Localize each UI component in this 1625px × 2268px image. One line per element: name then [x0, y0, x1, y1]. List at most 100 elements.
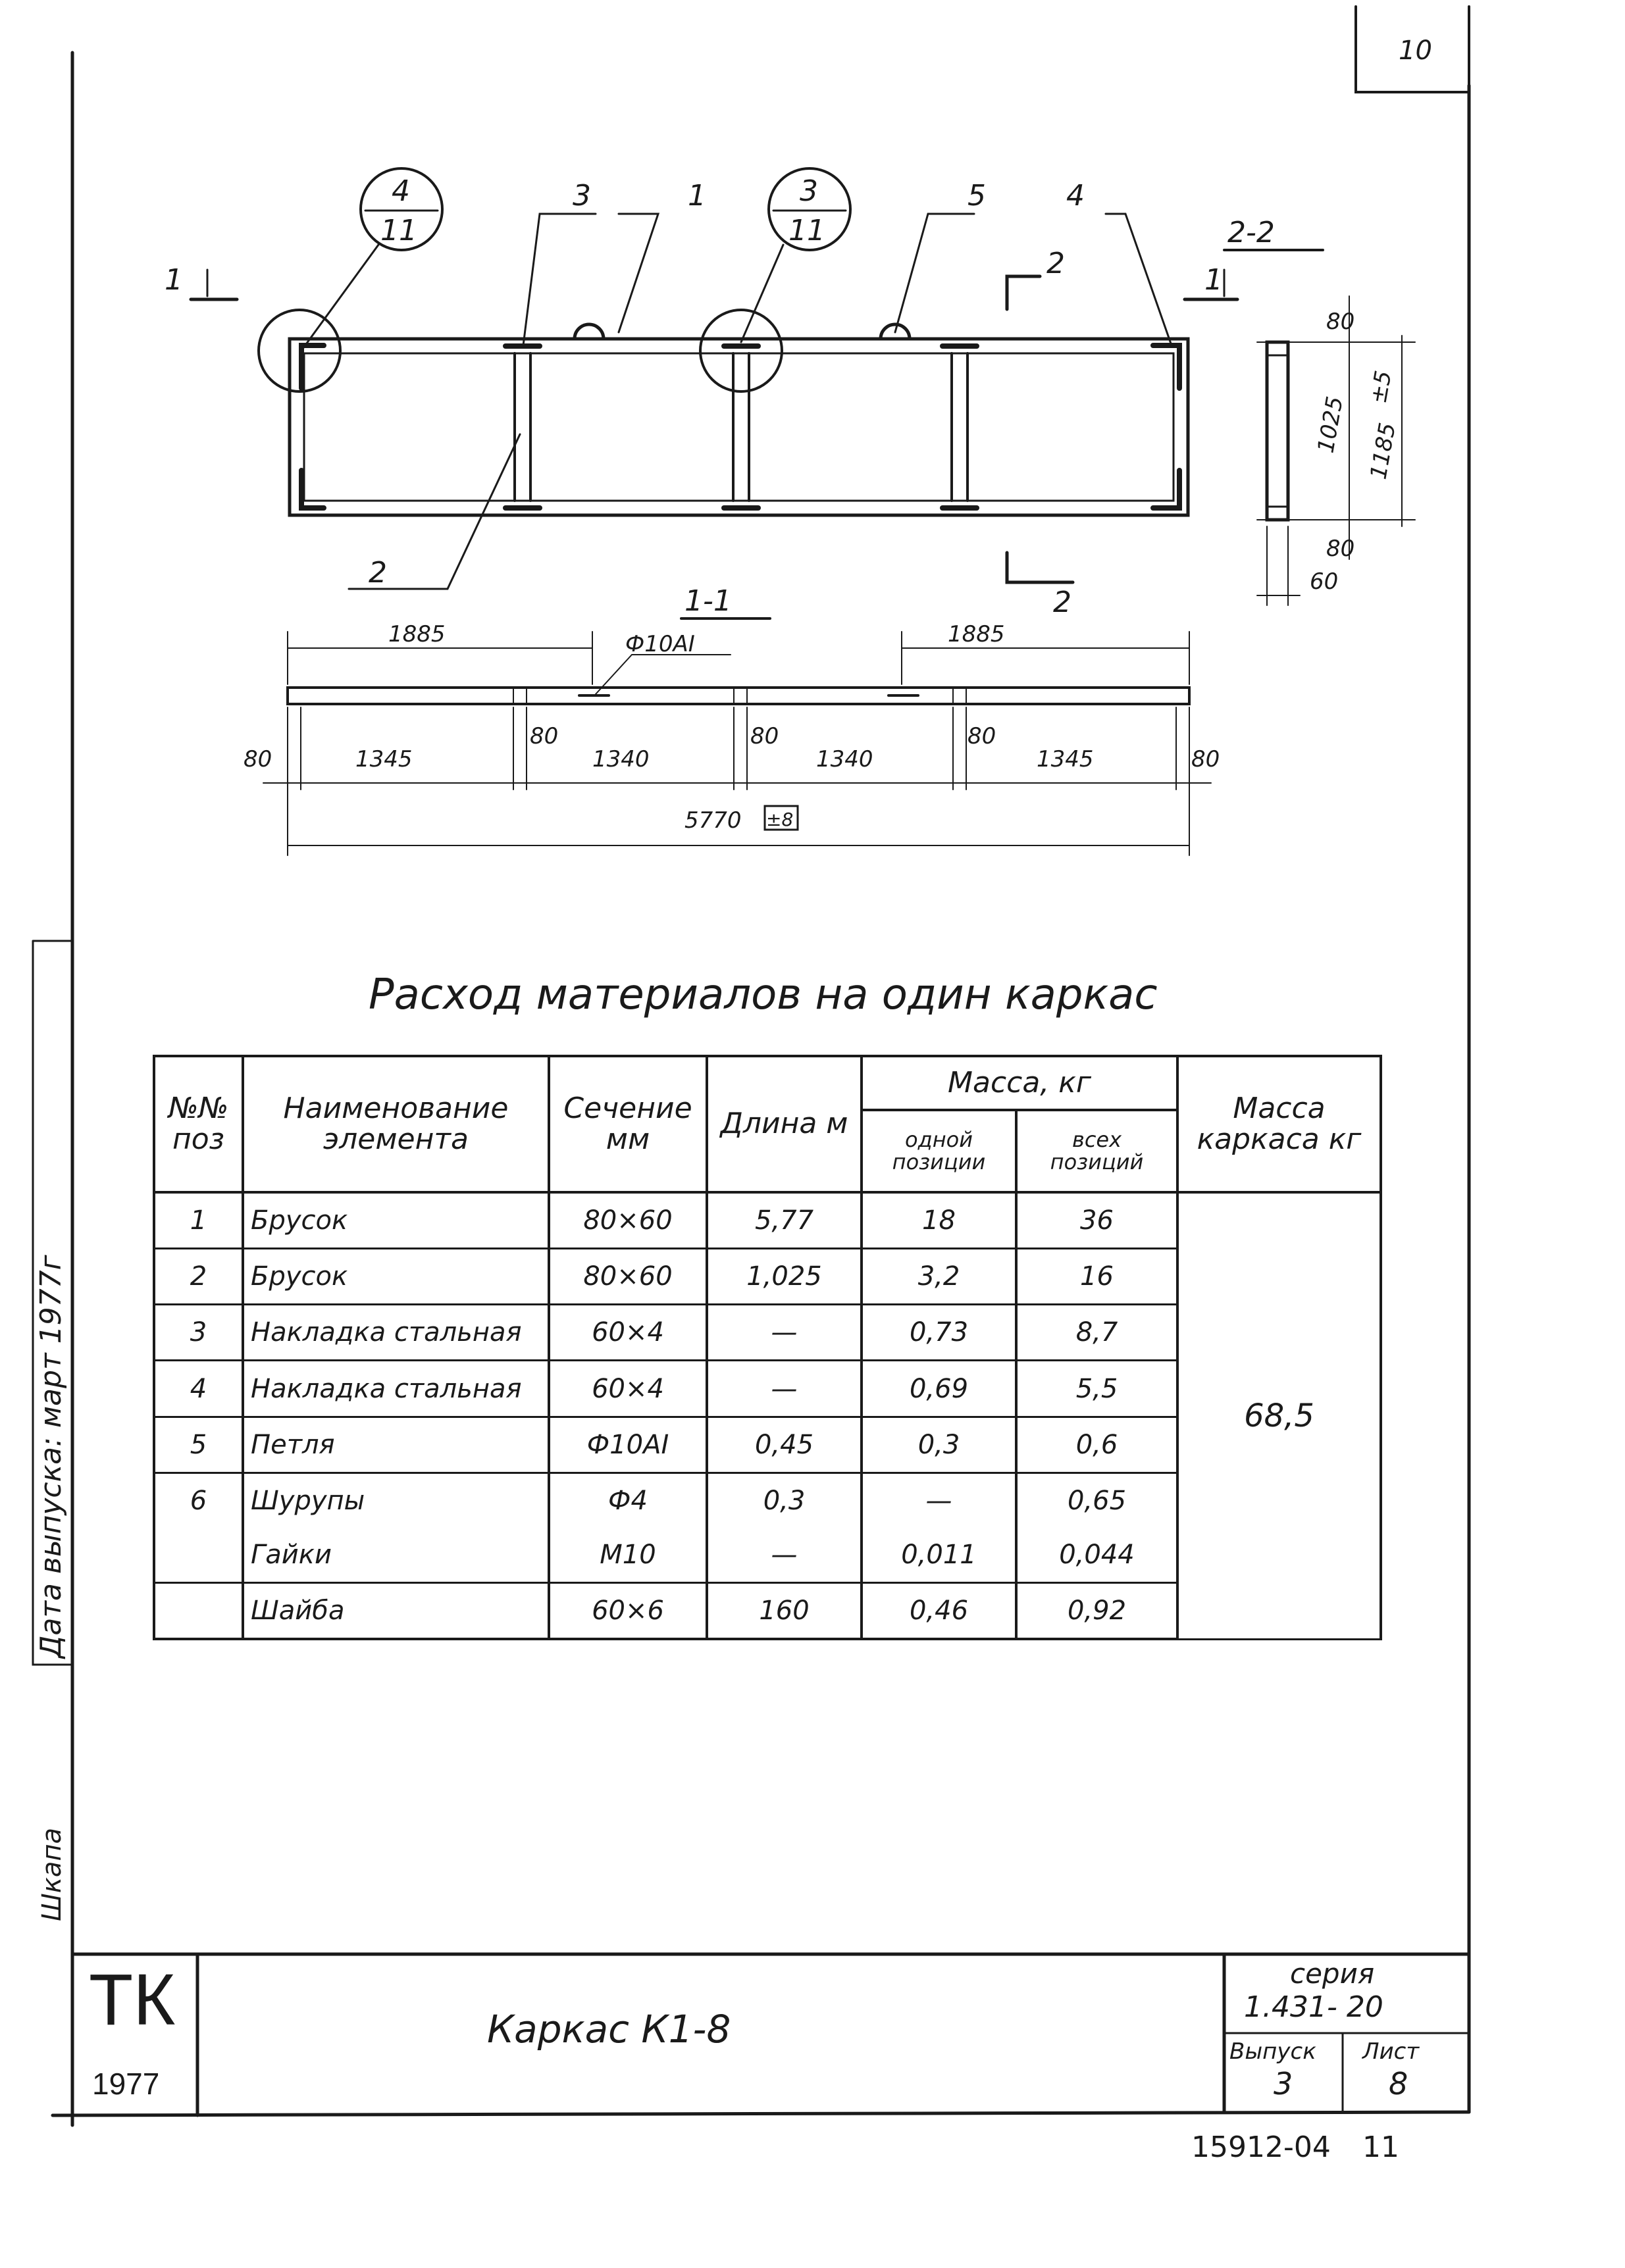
dim-end-right: 80 — [1191, 746, 1220, 772]
cell-mass-one: 3,2 — [860, 1248, 1018, 1306]
section-strip — [286, 686, 1191, 705]
cell-name: Шурупы — [242, 1473, 550, 1528]
pos-3: 3 — [573, 179, 591, 213]
tk-logo: ТК — [89, 1959, 176, 2040]
materials-table: №№ поз Наименование элемента Сечение мм … — [153, 1055, 1382, 1640]
node-circle-mid — [699, 309, 783, 393]
drawing-title: Каркас К1-8 — [487, 2007, 731, 2052]
view-1-1: 1-1 — [684, 584, 732, 618]
frame-inner — [303, 352, 1175, 502]
cell-name: Гайки — [242, 1527, 550, 1584]
dim-gap3: 80 — [967, 723, 996, 749]
dim-side-width: 60 — [1310, 568, 1338, 595]
cell-name: Накладка стальная — [242, 1360, 550, 1418]
cell-mass-one: 18 — [860, 1192, 1018, 1250]
dim-gap2: 80 — [750, 723, 779, 749]
cell-section: 60×6 — [548, 1582, 708, 1640]
cell-mass-all: 16 — [1015, 1248, 1179, 1306]
header-frame-mass: Масса каркаса кг — [1176, 1055, 1382, 1194]
issue-value: 3 — [1274, 2066, 1293, 2102]
sec-2-top: 2 — [1046, 247, 1065, 280]
cell-mass-one: 0,3 — [860, 1417, 1018, 1474]
pos-5: 5 — [967, 179, 986, 213]
header-mass-all: всех позиций — [1015, 1109, 1179, 1194]
dim-side-tol: ±5 — [1365, 368, 1397, 405]
left-margin-text: Дата выпуска: март 1977г — [34, 1254, 68, 1659]
table-row: 6 Шурупы Ф4 0,3 — 0,65 — [153, 1473, 1381, 1528]
cell-name: Брусок — [242, 1248, 550, 1306]
frame-mass-value: 68,5 — [1176, 1192, 1382, 1640]
cell-length: — — [706, 1304, 863, 1362]
pos-2: 2 — [369, 556, 387, 590]
header-mass-one: одной позиции — [860, 1109, 1018, 1194]
dim-span4: 1345 — [1037, 746, 1094, 772]
cell-name: Шайба — [242, 1582, 550, 1640]
table-caption: Расход материалов на один каркас — [369, 970, 1158, 1019]
series-value: 1.431- 20 — [1244, 1990, 1383, 2024]
cell-mass-all: 0,6 — [1015, 1417, 1179, 1474]
cell-name: Накладка стальная — [242, 1304, 550, 1362]
callout-11a: 11 — [380, 214, 417, 247]
cell-pos: 6 — [153, 1473, 244, 1528]
sec-2-bottom: 2 — [1053, 586, 1071, 619]
footer-page: 11 — [1362, 2130, 1399, 2164]
dim-side-mid: 1025 — [1312, 394, 1348, 455]
cell-mass-all: 5,5 — [1015, 1360, 1179, 1418]
cell-length: 160 — [706, 1582, 863, 1640]
frame-outline — [288, 337, 1190, 517]
dim-gap1: 80 — [530, 723, 558, 749]
cell-pos: 3 — [153, 1304, 244, 1362]
cell-section: 60×4 — [548, 1360, 708, 1418]
cell-mass-one: 0,69 — [860, 1360, 1018, 1418]
view-2-2: 2-2 — [1227, 216, 1275, 249]
cell-length: 0,3 — [706, 1473, 863, 1528]
cell-pos — [153, 1527, 244, 1584]
table-row: Шайба 60×6 160 0,46 0,92 — [153, 1582, 1381, 1640]
dim-span3: 1340 — [816, 746, 873, 772]
series-label: серия — [1290, 1957, 1375, 1990]
cell-length: — — [706, 1360, 863, 1418]
margin-stamp-box — [32, 940, 74, 1666]
dim-side-bottom: 80 — [1326, 536, 1354, 562]
dim-span1: 1345 — [355, 746, 413, 772]
pos-1: 1 — [688, 179, 706, 213]
dim-end-left: 80 — [244, 746, 272, 772]
cell-pos — [153, 1582, 244, 1640]
dim-left-span: 1885 — [388, 621, 446, 647]
dim-side-overall: 1185 — [1365, 420, 1401, 481]
callout-circle-left — [359, 167, 444, 251]
table-row: 1 Брусок 80×60 5,77 18 36 68,5 — [153, 1192, 1382, 1640]
cell-section: Ф4 — [548, 1473, 708, 1528]
sheet-label: Лист — [1362, 2038, 1420, 2065]
cell-mass-one: 0,73 — [860, 1304, 1018, 1362]
callout-11b: 11 — [788, 214, 825, 247]
cell-section: 60×4 — [548, 1304, 708, 1362]
cell-mass-one: 0,46 — [860, 1582, 1018, 1640]
cell-mass-one: — — [860, 1473, 1018, 1528]
callout-3b: 3 — [800, 174, 818, 208]
header-mass: Масса, кг — [860, 1055, 1179, 1111]
dim-right-span: 1885 — [948, 621, 1005, 647]
sheet-value: 8 — [1389, 2066, 1408, 2102]
cell-mass-one: 0,011 — [860, 1527, 1018, 1584]
table-row: 4 Накладка стальная 60×4 — 0,69 5,5 — [153, 1360, 1381, 1418]
lifting-loop-left — [573, 322, 606, 341]
dim-total: 5770 — [684, 807, 742, 834]
side-view — [1265, 340, 1290, 522]
cell-pos: 1 — [153, 1192, 244, 1250]
dim-span2: 1340 — [592, 746, 650, 772]
cell-mass-all: 0,65 — [1015, 1473, 1179, 1528]
cell-length: 0,45 — [706, 1417, 863, 1474]
issue-label: Выпуск — [1229, 2038, 1316, 2065]
cell-section: 80×60 — [548, 1248, 708, 1306]
header-pos: №№ поз — [153, 1055, 244, 1194]
cell-length: 1,025 — [706, 1248, 863, 1306]
corner-plate-bl — [299, 468, 326, 511]
cell-mass-all: 8,7 — [1015, 1304, 1179, 1362]
corner-plate-tl — [299, 343, 326, 391]
lifting-loop-right — [879, 322, 912, 341]
table-row: Гайки М10 — 0,011 0,044 — [153, 1527, 1381, 1584]
cell-name: Брусок — [242, 1192, 550, 1250]
corner-number: 10 — [1399, 36, 1432, 66]
